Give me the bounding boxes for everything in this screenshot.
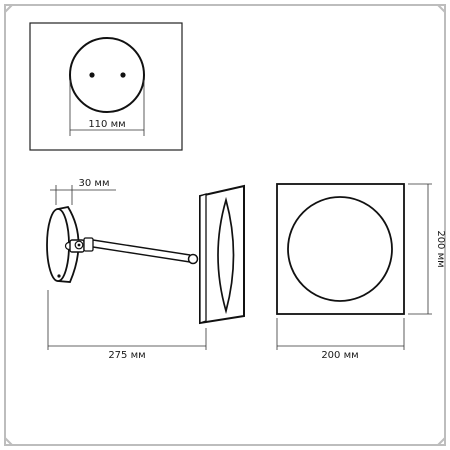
corner-marks bbox=[4, 4, 446, 446]
screw-hole-right bbox=[120, 72, 126, 78]
dimension-label-200-width: 200 мм bbox=[321, 350, 358, 361]
dimension-label-200-height: 200 мм bbox=[435, 230, 446, 267]
mirror-side-view bbox=[199, 184, 245, 325]
dimension-label-110: 110 мм bbox=[88, 119, 125, 130]
mount-plate-circle bbox=[69, 37, 145, 113]
dimension-label-275: 275 мм bbox=[108, 350, 145, 361]
plate-view-frame bbox=[29, 22, 183, 151]
wall-mount-base bbox=[46, 205, 80, 283]
extension-arm bbox=[92, 239, 191, 263]
screw-hole-left bbox=[89, 72, 95, 78]
outer-border bbox=[4, 4, 446, 446]
mirror-front-circle bbox=[287, 196, 393, 302]
arm-joint-base bbox=[69, 237, 94, 253]
dimension-label-30: 30 мм bbox=[79, 178, 110, 189]
mirror-front-frame bbox=[276, 183, 405, 315]
arm-joint-mirror bbox=[187, 253, 199, 265]
